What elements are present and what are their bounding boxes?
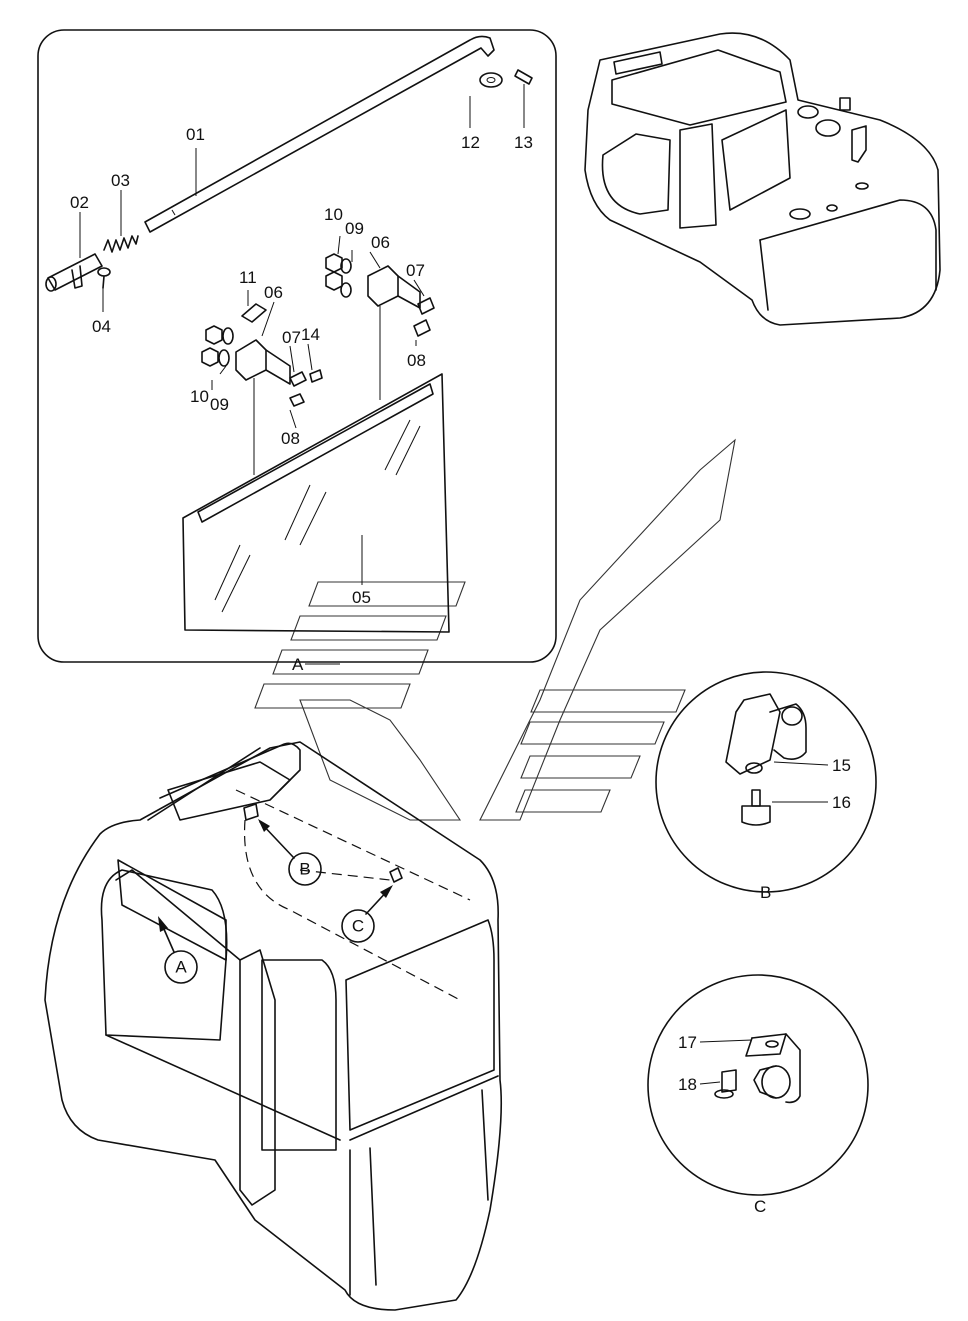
- part-label-03: 03: [111, 171, 130, 190]
- pin-part-04: [97, 267, 111, 289]
- part-label-10-right: 10: [324, 205, 343, 224]
- part-label-06-left: 06: [264, 283, 283, 302]
- pin-part-02: [45, 253, 103, 292]
- part-label-06-right: 06: [371, 233, 390, 252]
- part-label-10-left: 10: [190, 387, 209, 406]
- part-label-05: 05: [352, 588, 371, 607]
- excavator-illustration: [584, 32, 941, 326]
- callout-c: C: [352, 917, 364, 936]
- part-label-11: 11: [239, 268, 257, 287]
- hinge-assembly-right: [325, 253, 435, 337]
- detail-a-frame: [37, 29, 557, 663]
- detail-c: 17 18 C: [647, 974, 869, 1216]
- cab-callouts: B C A: [158, 819, 393, 984]
- washer-part-12: [479, 72, 503, 88]
- detail-a-letter: A: [292, 655, 304, 674]
- part-label-16: 16: [832, 793, 851, 812]
- part-label-18: 18: [678, 1075, 697, 1094]
- watermark-logo: [254, 438, 736, 821]
- part-label-17: 17: [678, 1033, 697, 1052]
- detail-b-letter: B: [760, 883, 771, 902]
- cab-illustration: [44, 741, 503, 1311]
- detail-c-letter: C: [754, 1197, 766, 1216]
- part-label-02: 02: [70, 193, 89, 212]
- part-label-08-left: 08: [281, 429, 300, 448]
- rod-part-01: [144, 35, 495, 233]
- spring-part-03: [103, 235, 139, 253]
- part-label-04: 04: [92, 317, 111, 336]
- part-label-15: 15: [832, 756, 851, 775]
- pin-part-13: [514, 69, 533, 85]
- hinge-assembly-left: [201, 325, 323, 407]
- detail-a-labels: 01 02 03 04 05 06 06 07 07 08 08 09 09 1…: [70, 125, 533, 607]
- part-label-07-right: 07: [406, 261, 425, 280]
- glass-panel-part-05: [182, 373, 450, 633]
- callout-b: B: [299, 860, 310, 879]
- part-label-13: 13: [514, 133, 533, 152]
- pad-part-11: [241, 303, 267, 323]
- part-label-14: 14: [301, 325, 320, 344]
- part-label-08-right: 08: [407, 351, 426, 370]
- part-label-12: 12: [461, 133, 480, 152]
- part-label-09-left: 09: [210, 395, 229, 414]
- callout-a: A: [175, 958, 187, 977]
- part-label-09-right: 09: [345, 219, 364, 238]
- detail-b: 15 16 B: [655, 671, 877, 902]
- part-label-07-left: 07: [282, 328, 301, 347]
- part-label-01: 01: [186, 125, 205, 144]
